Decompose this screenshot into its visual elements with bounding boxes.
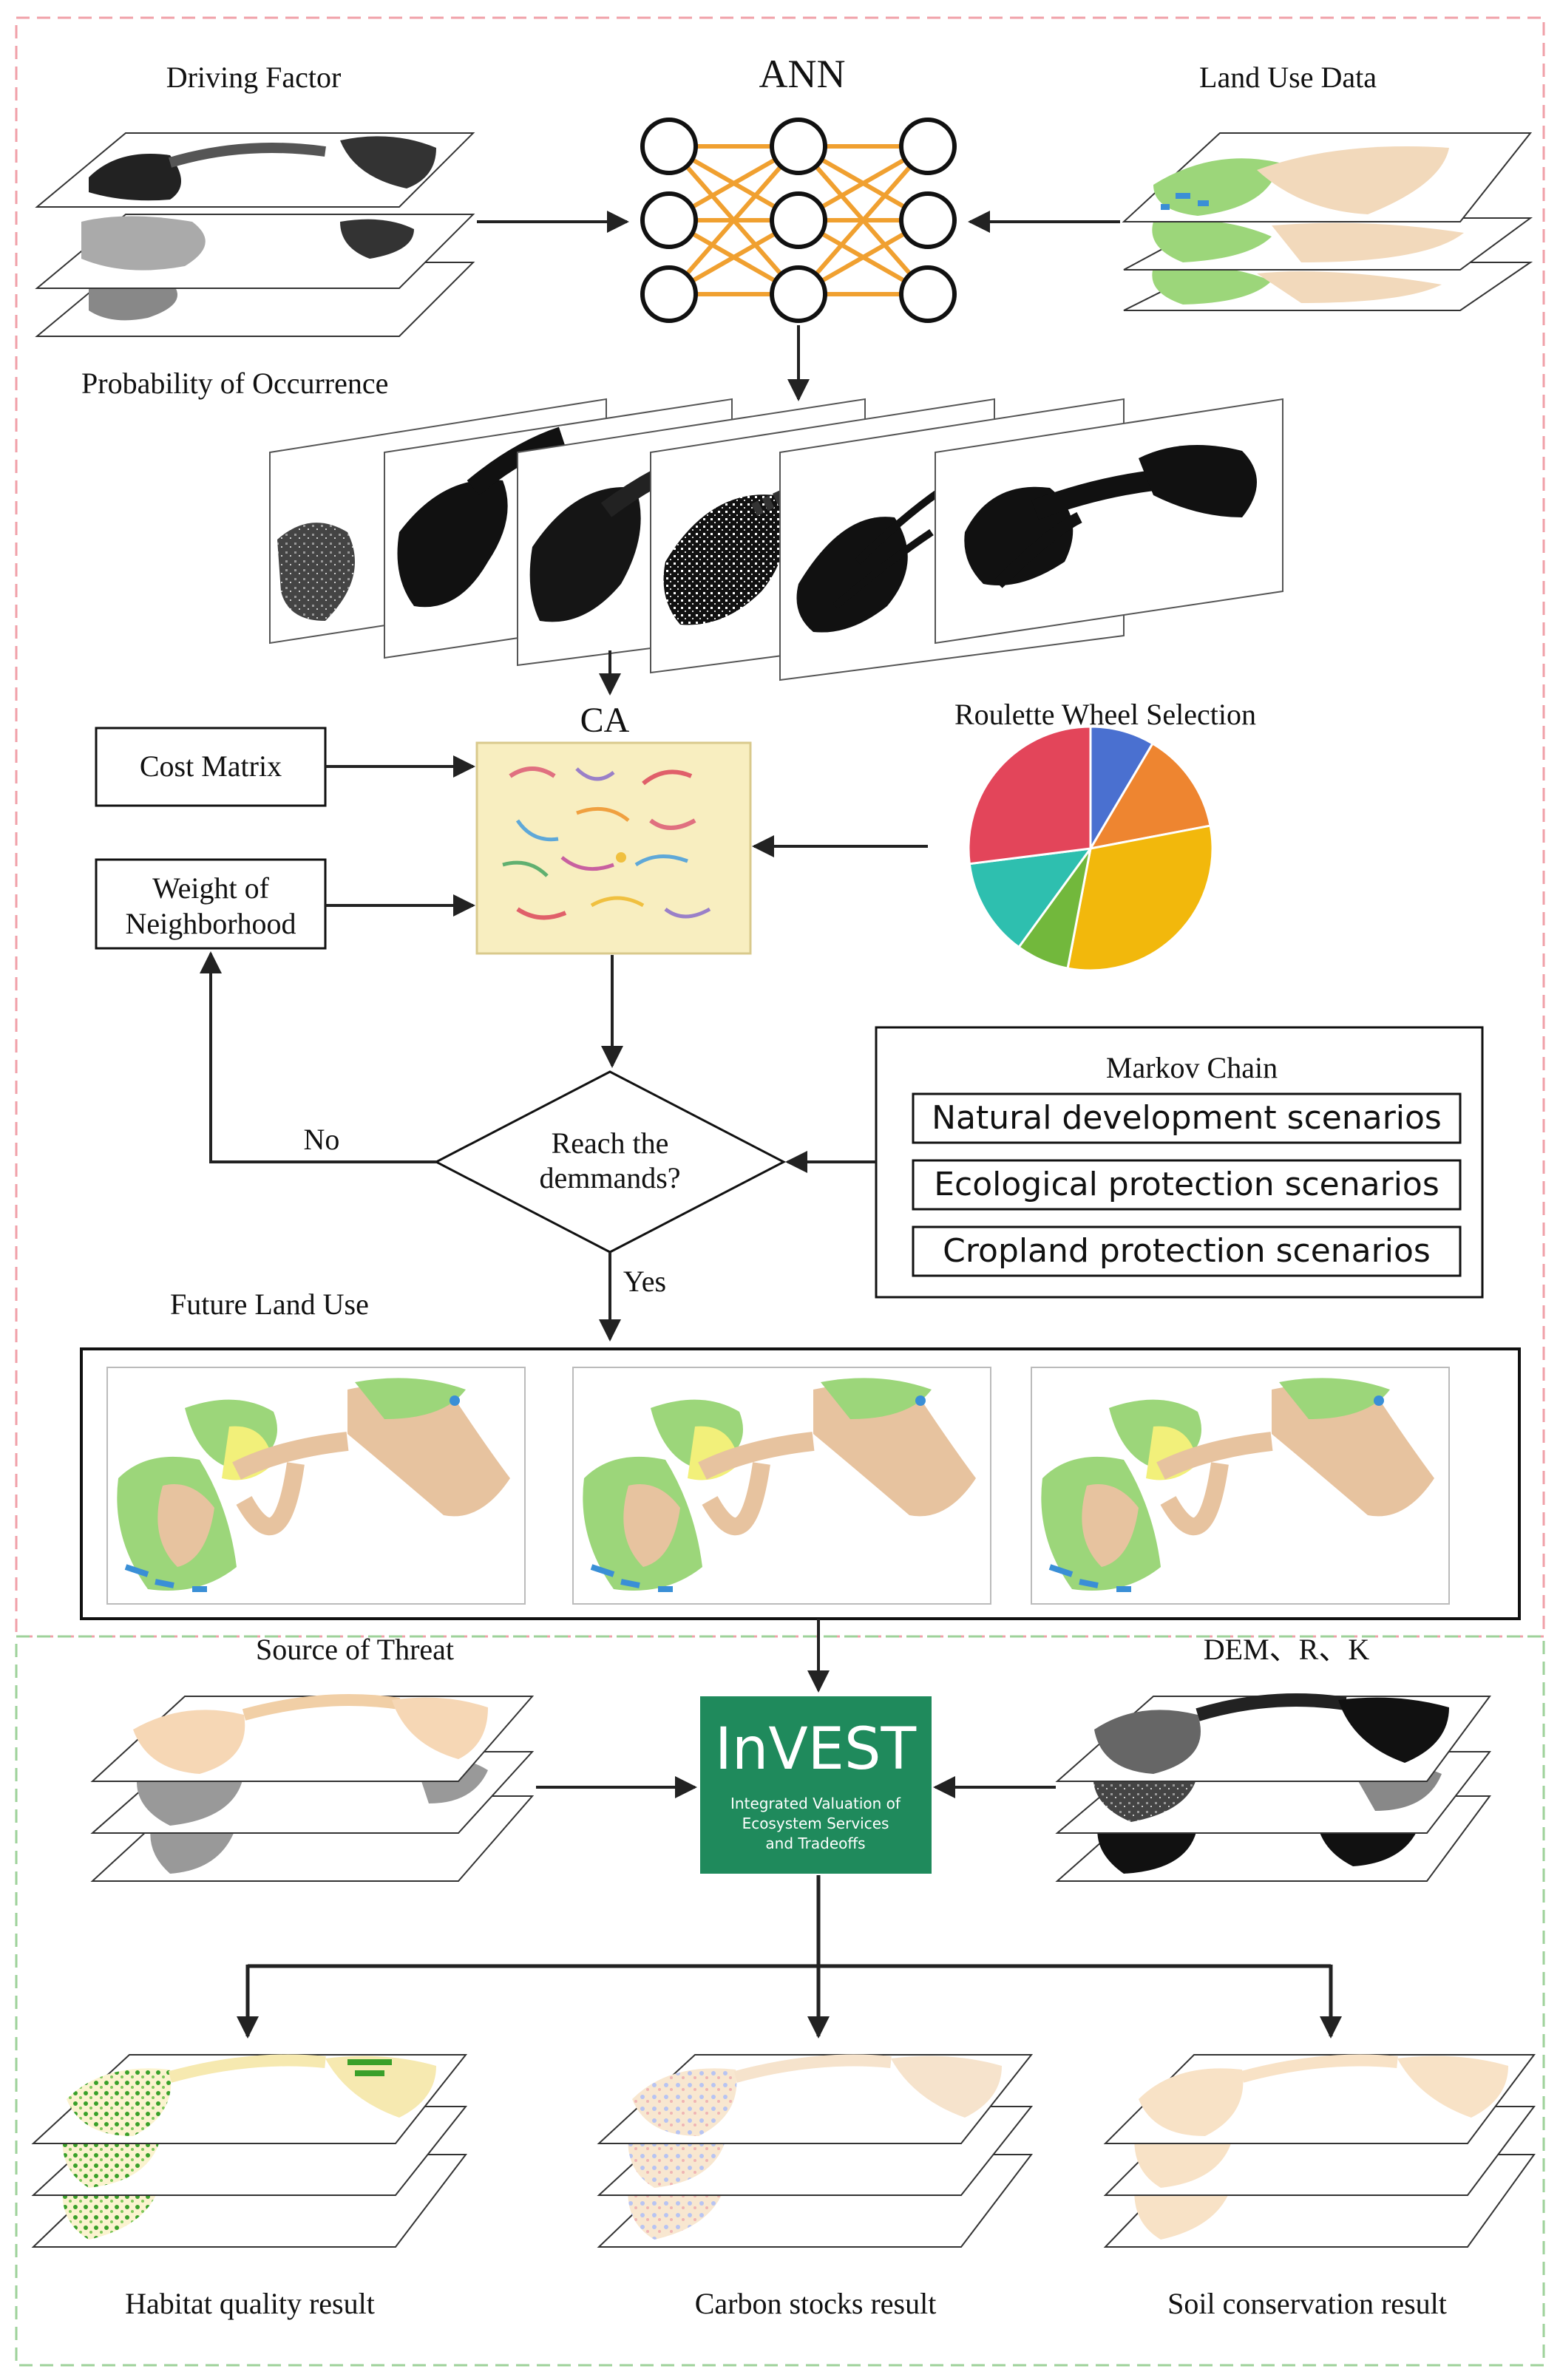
cost-matrix-label: Cost Matrix bbox=[140, 749, 282, 783]
dem-r-k-title: DEM、R、K bbox=[1204, 1633, 1370, 1666]
weight-label-line1: Weight of bbox=[152, 871, 270, 905]
scenario-ecological-box bbox=[912, 1159, 1462, 1211]
markov-title: Markov Chain bbox=[1106, 1051, 1278, 1084]
assessment-section-frame bbox=[15, 1635, 1545, 2367]
future-map-ecological bbox=[572, 1367, 991, 1605]
soil-conservation-layers bbox=[1103, 2054, 1536, 2248]
ann-nodes bbox=[640, 118, 957, 323]
decision-label-line1: Reach the bbox=[552, 1126, 669, 1160]
invest-subtitle-line3: and Tradeoffs bbox=[765, 1835, 865, 1852]
carbon-stocks-layers bbox=[597, 2054, 1034, 2248]
invest-logo-text: InVEST bbox=[715, 1716, 917, 1783]
pie-slice-blue bbox=[1089, 725, 1155, 853]
source-of-threat-title: Source of Threat bbox=[256, 1633, 454, 1666]
probability-title: Probability of Occurrence bbox=[81, 367, 388, 400]
land-use-data-title: Land Use Data bbox=[1199, 61, 1377, 94]
land-use-data-layers bbox=[1122, 132, 1533, 311]
probability-maps bbox=[269, 398, 1283, 681]
roulette-pie-chart bbox=[967, 725, 1214, 972]
driving-factor-layers bbox=[35, 132, 475, 337]
future-land-use-title: Future Land Use bbox=[170, 1288, 369, 1321]
no-label: No bbox=[304, 1123, 340, 1156]
invest-logo-box bbox=[700, 1696, 932, 1874]
pie-slice-red bbox=[967, 725, 1092, 866]
ca-title: CA bbox=[580, 701, 630, 740]
pie-slice-teal bbox=[968, 847, 1093, 949]
habitat-quality-layers bbox=[31, 2054, 468, 2248]
habitat-quality-label: Habitat quality result bbox=[125, 2287, 375, 2320]
decision-label-line2: demmands? bbox=[539, 1161, 680, 1194]
carbon-stocks-label: Carbon stocks result bbox=[695, 2287, 937, 2320]
arrow-no-loop bbox=[200, 951, 436, 1163]
source-of-threat-layers bbox=[90, 1694, 535, 1882]
yes-label: Yes bbox=[623, 1265, 666, 1298]
scenario-natural-label: Natural development scenarios bbox=[932, 1099, 1442, 1137]
weight-label-line2: Neighborhood bbox=[125, 907, 296, 940]
driving-factor-title: Driving Factor bbox=[166, 61, 342, 94]
ann-title: ANN bbox=[759, 52, 846, 96]
pie-slice-yellow bbox=[1066, 824, 1214, 972]
weight-neighborhood-box bbox=[95, 858, 327, 950]
scenario-cropland-box bbox=[912, 1225, 1462, 1277]
roulette-title: Roulette Wheel Selection bbox=[954, 698, 1256, 731]
scenario-natural-box bbox=[912, 1092, 1462, 1144]
future-map-cropland bbox=[1031, 1367, 1450, 1605]
scenario-cropland-label: Cropland protection scenarios bbox=[943, 1232, 1431, 1270]
invest-subtitle-line2: Ecosystem Services bbox=[742, 1815, 889, 1832]
pie-slice-orange bbox=[1088, 741, 1212, 851]
scenario-ecological-label: Ecological protection scenarios bbox=[934, 1166, 1439, 1203]
future-map-natural bbox=[106, 1367, 526, 1605]
soil-conservation-label: Soil conservation result bbox=[1167, 2287, 1447, 2320]
invest-subtitle-line1: Integrated Valuation of bbox=[730, 1795, 901, 1812]
ca-image bbox=[475, 741, 752, 955]
dem-r-k-layers bbox=[1055, 1693, 1492, 1882]
